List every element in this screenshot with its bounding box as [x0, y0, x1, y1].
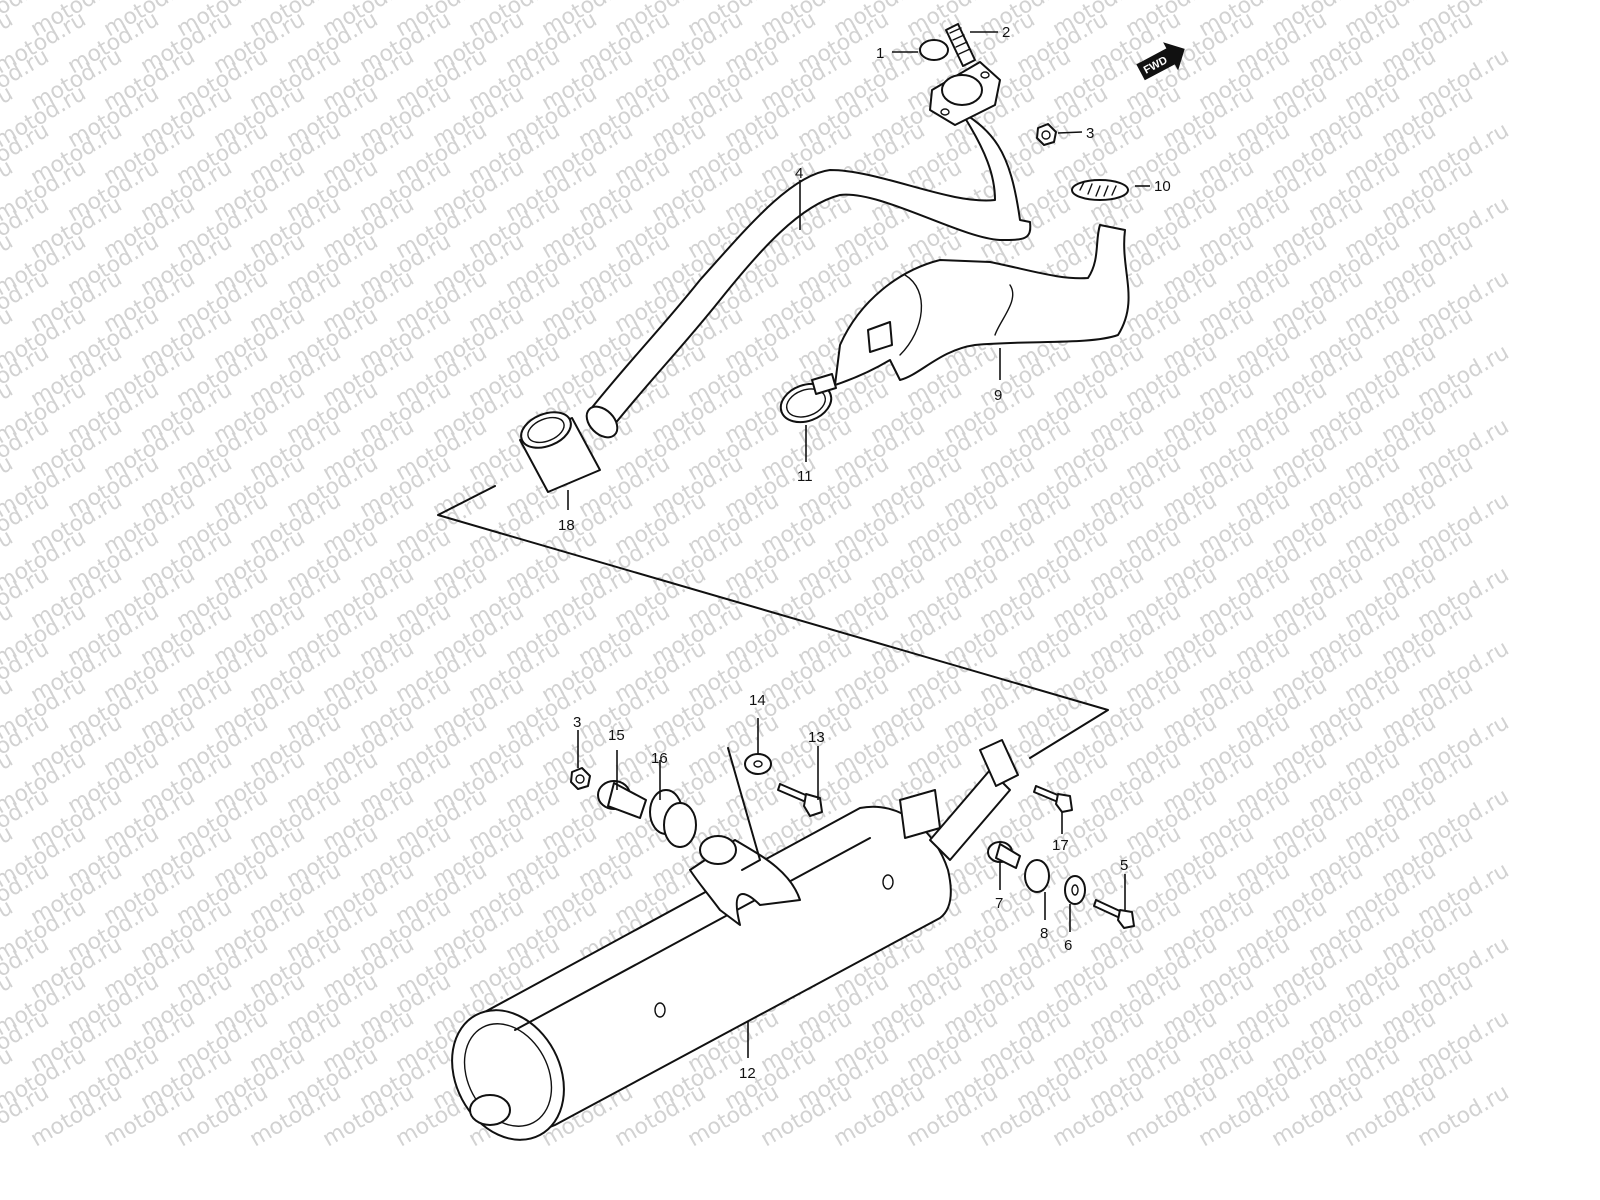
callout-13: 13: [808, 729, 825, 746]
callout-5: 5: [1120, 857, 1128, 874]
flange-nut: [1036, 123, 1057, 146]
collar: [597, 780, 647, 819]
grommet: [1024, 859, 1050, 893]
pipe-clamp-upper: [1071, 179, 1129, 201]
callout-14: 14: [749, 692, 766, 709]
mount-bolt-lower: [1093, 899, 1135, 929]
callout-16: 16: [651, 750, 668, 767]
callout-2: 2: [1002, 24, 1010, 41]
catalyst-pipe: [834, 224, 1130, 386]
callout-numbers: 1 2 3 4 5 6 7 8 9 10 11 12 13 14 15 16 1…: [558, 24, 1171, 1082]
bracket-ring: [699, 835, 737, 865]
callout-leaders: [567, 31, 1150, 1058]
assembly-connector-line: [437, 485, 1109, 759]
exhaust-flange: [929, 61, 1001, 126]
callout-8: 8: [1040, 925, 1048, 942]
callout-10: 10: [1154, 178, 1171, 195]
callout-6: 6: [1064, 937, 1072, 954]
collar-right: [987, 841, 1021, 869]
callout-3-lower: 3: [573, 714, 581, 731]
muffler: [451, 805, 952, 1141]
callout-15: 15: [608, 727, 625, 744]
exhaust-pipe: [585, 104, 1032, 439]
mount-bolt-right: [1033, 785, 1073, 813]
callout-12: 12: [739, 1065, 756, 1082]
gasket-ring: [919, 39, 949, 61]
rubber-damper: [649, 789, 697, 848]
pipe-sleeve: [519, 411, 601, 493]
stud-bolt: [945, 23, 976, 67]
muffler-inlet-pipe: [899, 739, 1019, 861]
callout-11: 11: [797, 468, 813, 485]
callout-4: 4: [795, 165, 803, 182]
washer-lower: [1064, 875, 1086, 905]
pipe-clamp-lower: [779, 373, 837, 424]
callout-1: 1: [876, 45, 884, 62]
callout-17: 17: [1052, 837, 1069, 854]
callout-7: 7: [995, 895, 1003, 912]
callout-3-upper: 3: [1086, 125, 1094, 142]
callout-9: 9: [994, 387, 1002, 404]
callout-18: 18: [558, 517, 575, 534]
washer-upper: [744, 753, 772, 775]
mount-nut: [570, 767, 591, 790]
